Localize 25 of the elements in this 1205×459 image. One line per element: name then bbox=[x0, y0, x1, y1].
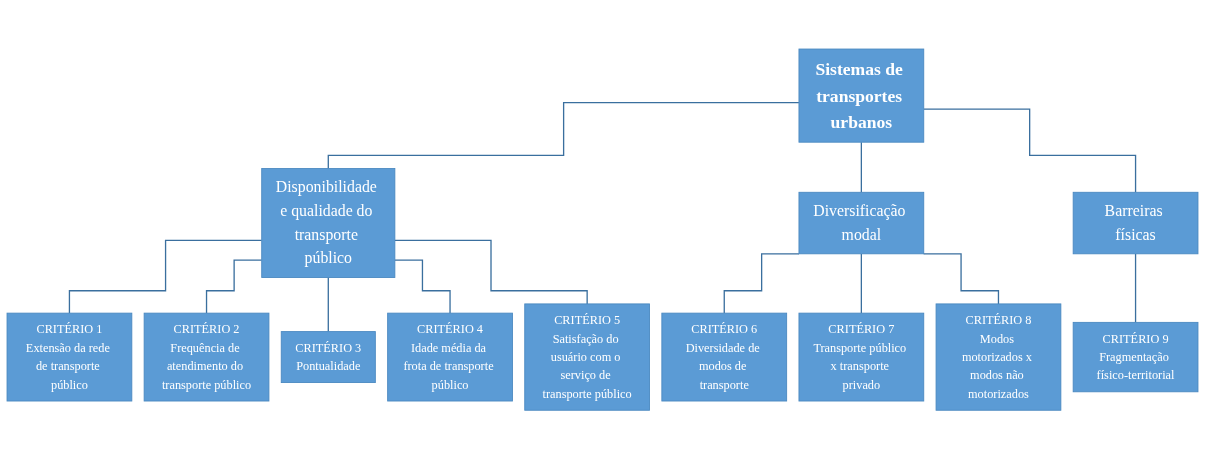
connector bbox=[923, 253, 1000, 305]
connector bbox=[68, 239, 263, 314]
node-box: CRITÉRIO 7 Transporte público x transporte privado bbox=[798, 312, 925, 402]
node-box: CRITÉRIO 4 Idade média da frota de transporte público bbox=[387, 312, 513, 402]
node-box: CRITÉRIO 3 Pontualidade bbox=[280, 331, 376, 383]
node-box: Barreiras físicas bbox=[1072, 191, 1199, 255]
connector bbox=[205, 259, 263, 314]
node-box: Disponibilidade e qualidade do transporte público bbox=[261, 168, 396, 278]
node-box: Sistemas de transportes urbanos bbox=[798, 48, 925, 143]
connector bbox=[327, 276, 329, 333]
node-box: CRITÉRIO 9 Fragmentação físico-territorial bbox=[1072, 321, 1199, 393]
node-box: CRITÉRIO 6 Diversidade de modos de transporte bbox=[661, 312, 788, 402]
connector bbox=[1134, 253, 1137, 323]
node-box: Diversificação modal bbox=[798, 191, 925, 255]
node-box: CRITÉRIO 5 Satisfação do usuário com o serviço de transporte público bbox=[524, 303, 650, 411]
connector bbox=[327, 101, 800, 170]
connector bbox=[394, 259, 451, 314]
connector bbox=[723, 253, 800, 314]
node-box: CRITÉRIO 2 Frequência de atendimento do transporte público bbox=[143, 312, 270, 402]
connector bbox=[860, 141, 862, 193]
node-box: CRITÉRIO 1 Extensão da rede de transporte público bbox=[6, 312, 133, 402]
node-box: CRITÉRIO 8 Modos motorizados x modos não motorizados bbox=[935, 303, 1062, 411]
connector bbox=[923, 108, 1137, 193]
connector bbox=[860, 253, 862, 314]
connector bbox=[394, 239, 588, 305]
